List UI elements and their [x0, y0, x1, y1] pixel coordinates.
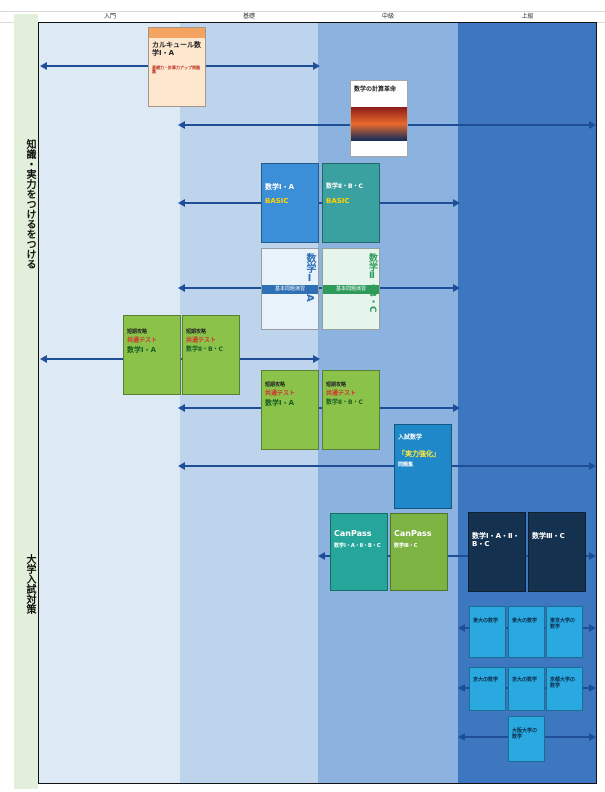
book-kihon-1a[interactable]: 数学Ⅰ・A 基本問題演習: [261, 248, 319, 330]
range-arrow: [318, 552, 596, 560]
book-title: 数学Ⅰ・A: [127, 346, 157, 354]
book-nyushi[interactable]: 入試数学 「実力強化」 問題集: [394, 424, 452, 509]
book-mid: 共通テスト: [186, 337, 217, 344]
book-top: 短期攻略: [265, 382, 286, 388]
column-beginner: [39, 23, 180, 783]
book-title: 数学Ⅲ・C: [394, 543, 418, 549]
book-mid: 共通テスト: [265, 390, 296, 397]
book-top: 短期攻略: [326, 382, 347, 388]
book-osaka[interactable]: 大阪大学の数学: [508, 716, 545, 762]
book-title: 数学Ⅱ・B・C: [326, 183, 363, 190]
book-sub: 問題集: [398, 462, 414, 468]
book-title: 数学Ⅰ・A・Ⅱ・B・C: [334, 543, 381, 549]
book-canpass-1[interactable]: CanPass 数学Ⅰ・A・Ⅱ・B・C: [330, 513, 388, 591]
book-band: [149, 28, 205, 38]
book-top: 短期攻略: [127, 329, 148, 335]
book-band: 基本問題演習: [262, 285, 318, 294]
level-header-intermediate: 中級: [381, 13, 394, 20]
book-brand: CanPass: [334, 529, 372, 538]
book-title: 東大の数学: [512, 618, 538, 624]
book-title: 数学Ⅰ・A: [265, 183, 295, 191]
book-top: 入試数学: [398, 434, 423, 441]
level-header-advanced: 上級: [521, 13, 534, 20]
book-calculation-revolution[interactable]: 数学の計算革命: [350, 80, 408, 157]
book-kyodai-1[interactable]: 京大の数学: [469, 667, 506, 711]
book-title: 東京大学の数学: [550, 618, 576, 630]
book-title: 数学Ⅱ・B・C: [367, 253, 377, 313]
book-title: 数学の計算革命: [354, 86, 397, 93]
range-arrow: [178, 404, 460, 412]
level-header-basic: 基礎: [242, 13, 255, 20]
book-cover-art: [351, 107, 407, 141]
book-tag: BASIC: [265, 197, 289, 205]
book-title: 京大の数学: [512, 677, 538, 683]
book-title: 数学Ⅰ・A: [265, 399, 295, 407]
range-arrow: [178, 462, 596, 470]
book-top: 短期攻略: [186, 329, 207, 335]
book-title: 東大の数学: [473, 618, 499, 624]
book-title: 数学Ⅰ・A: [304, 253, 315, 302]
book-practice-2bc[interactable]: 短期攻略 共通テスト 数学Ⅱ・B・C: [322, 370, 380, 450]
book-brand: CanPass: [394, 529, 432, 538]
book-title: 大阪大学の数学: [512, 728, 538, 740]
book-practice-1a[interactable]: 短期攻略 共通テスト 数学Ⅰ・A: [261, 370, 319, 450]
section-exam: 大学入試対策: [14, 349, 38, 789]
section-exam-label: 大学入試対策: [24, 554, 35, 614]
book-todai-2[interactable]: 東大の数学: [508, 606, 545, 658]
chart-frame: [38, 22, 597, 784]
section-knowledge-label: 知識・実力をつけるをつける: [24, 139, 35, 269]
book-title: カルキュール数学Ⅰ・A: [152, 41, 201, 57]
book-basic-2bc[interactable]: 数学Ⅱ・B・C BASIC: [322, 163, 380, 243]
range-arrow: [178, 199, 460, 207]
book-basic-1a[interactable]: 数学Ⅰ・A BASIC: [261, 163, 319, 243]
book-title: 京都大学の数学: [550, 677, 576, 689]
book-shortcut-2bc[interactable]: 短期攻略 共通テスト 数学Ⅱ・B・C: [182, 315, 240, 395]
book-kyodai-2[interactable]: 京大の数学: [508, 667, 545, 711]
book-todai-1[interactable]: 東大の数学: [469, 606, 506, 658]
book-highlevel-1[interactable]: 数学Ⅰ・A・Ⅱ・B・C: [468, 512, 526, 592]
book-mid: 共通テスト: [326, 390, 357, 397]
book-tag: BASIC: [326, 197, 350, 205]
book-title: 京大の数学: [473, 677, 499, 683]
book-kyodai-3[interactable]: 京都大学の数学: [546, 667, 583, 711]
book-title: 数学Ⅱ・B・C: [186, 346, 223, 353]
level-header-beginner: 入門: [103, 13, 116, 20]
gridline: [0, 11, 605, 12]
book-todai-3[interactable]: 東京大学の数学: [546, 606, 583, 658]
book-shortcut-1a[interactable]: 短期攻略 共通テスト 数学Ⅰ・A: [123, 315, 181, 395]
book-canpass-2[interactable]: CanPass 数学Ⅲ・C: [390, 513, 448, 591]
book-kihon-2bc[interactable]: 数学Ⅱ・B・C 基本問題演習: [322, 248, 380, 330]
book-band: 基本問題演習: [323, 285, 379, 294]
book-subtitle: 基礎力・計算力アップ問題集: [152, 65, 200, 75]
book-title: 「実力強化」: [398, 450, 440, 458]
book-title: 数学Ⅱ・B・C: [326, 399, 363, 406]
book-title: 数学Ⅰ・A・Ⅱ・B・C: [472, 532, 520, 548]
book-calculus[interactable]: カルキュール数学Ⅰ・A 基礎力・計算力アップ問題集: [148, 27, 206, 107]
book-mid: 共通テスト: [127, 337, 158, 344]
section-knowledge: 知識・実力をつけるをつける: [14, 14, 38, 349]
book-highlevel-2[interactable]: 数学Ⅲ・C: [528, 512, 586, 592]
range-arrow: [178, 284, 460, 292]
book-title: 数学Ⅲ・C: [532, 532, 565, 540]
